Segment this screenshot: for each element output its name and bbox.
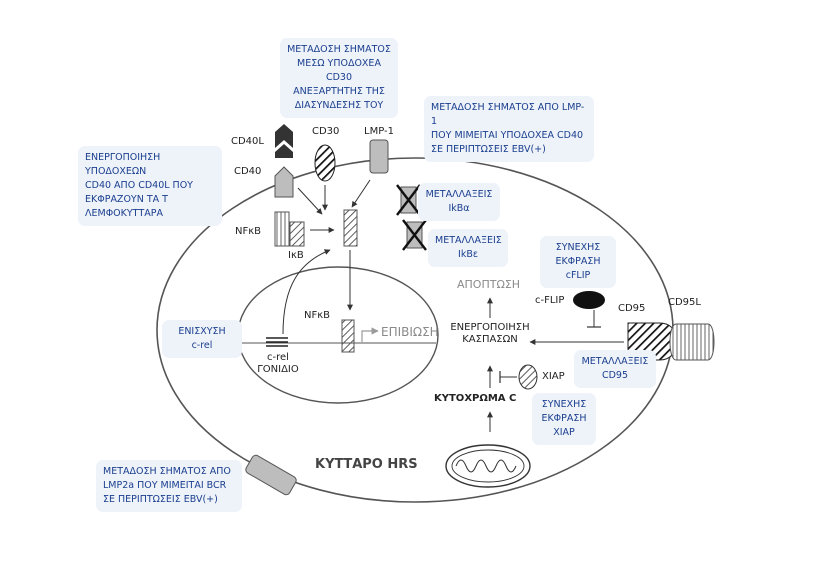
ikbe-mutation-icon (402, 219, 427, 251)
crel-feedback-arrow (282, 249, 331, 335)
note-xiap-expression: ΣΥΝΕΧΗΣ ΕΚΦΡΑΣΗ XIAP (532, 393, 596, 445)
note-cd95-mutations: ΜΕΤΑΛΛΑΞΕΙΣ CD95 (574, 350, 656, 388)
label-ikb: IκB (288, 250, 304, 261)
cflip-protein-icon (573, 291, 605, 309)
note-cd40-activation: ΕΝΕΡΓΟΠΟΙΗΣΗ ΥΠΟΔΟΧΕΩΝ CD40 ΑΠΟ CD40L ΠΟ… (78, 146, 222, 226)
label-xiap: XIAP (542, 371, 565, 382)
lmp1-arrow (351, 179, 371, 208)
nfkb-cytoplasm-icon (274, 211, 290, 247)
label-cd40l: CD40L (231, 136, 264, 147)
survival-arrow (361, 327, 379, 342)
label-hrs-cell: ΚΥΤΤΑΡΟ HRS (315, 457, 418, 472)
label-apoptosis: ΑΠΟΠΤΩΣΗ (457, 278, 521, 291)
note-cflip-expression: ΣΥΝΕΧΗΣ ΕΚΦΡΑΣΗ cFLIP (540, 236, 616, 288)
cd40-arrow (297, 187, 323, 215)
nfkb-nucleus-icon (341, 319, 355, 353)
note-ikba-mutations: ΜΕΤΑΛΛΑΞΕΙΣ IkBα (418, 183, 500, 221)
lmp1-protein-icon (369, 139, 389, 174)
label-caspase-activation: ΕΝΕΡΓΟΠΟΙΗΣΗ ΚΑΣΠΑΣΩΝ (450, 322, 530, 345)
label-survival: ΕΠΙΒΙΩΣΗ (381, 325, 439, 339)
cd40l-ligand-icon (275, 124, 293, 158)
cd30-receptor-icon (314, 144, 336, 182)
crel-gene-icon (266, 337, 288, 347)
label-cd30: CD30 (312, 126, 340, 137)
nfkb-active-icon (343, 209, 358, 247)
note-crel-amplification: ΕΝΙΣΧΥΣΗ c-rel (162, 320, 242, 358)
label-nfkb-cytoplasm: NFκB (235, 226, 261, 237)
cd95l-ligand-icon (669, 323, 715, 361)
note-cd30-signal: ΜΕΤΑΔΟΣΗ ΣΗΜΑΤΟΣ ΜΕΣΩ ΥΠΟΔΟΧΕΑ CD30 ΑΝΕΞ… (280, 38, 398, 118)
note-lmp1-signal: ΜΕΤΑΔΟΣΗ ΣΗΜΑΤΟΣ ΑΠΟ LMP-1 ΠΟΥ ΜΙΜΕΙΤΑΙ … (424, 96, 594, 162)
mitochondrion-icon (445, 444, 531, 488)
label-cd95l: CD95L (668, 297, 701, 308)
ikb-icon (289, 221, 305, 247)
label-cflip: c-FLIP (535, 295, 565, 306)
label-nfkb-nucleus: NFκB (304, 310, 330, 321)
lmp2a-protein-icon (245, 454, 297, 496)
label-cd95: CD95 (618, 303, 646, 314)
ikba-mutation-icon (396, 184, 421, 216)
cd40-receptor-icon (274, 166, 294, 198)
label-lmp1: LMP-1 (364, 126, 394, 137)
xiap-protein-icon (518, 364, 538, 390)
note-ikbe-mutations: ΜΕΤΑΛΛΑΞΕΙΣ IkBε (428, 229, 508, 267)
label-cd40: CD40 (234, 166, 262, 177)
label-cytochrome-c: ΚΥΤΟΧΡΩΜΑ C (434, 393, 517, 404)
note-lmp2a-signal: ΜΕΤΑΔΟΣΗ ΣΗΜΑΤΟΣ ΑΠΟ LMP2a ΠΟΥ ΜΙΜΕΙΤΑΙ … (96, 460, 242, 512)
label-crel-gene: c-rel ΓΟΝΙΔΙΟ (257, 352, 299, 375)
